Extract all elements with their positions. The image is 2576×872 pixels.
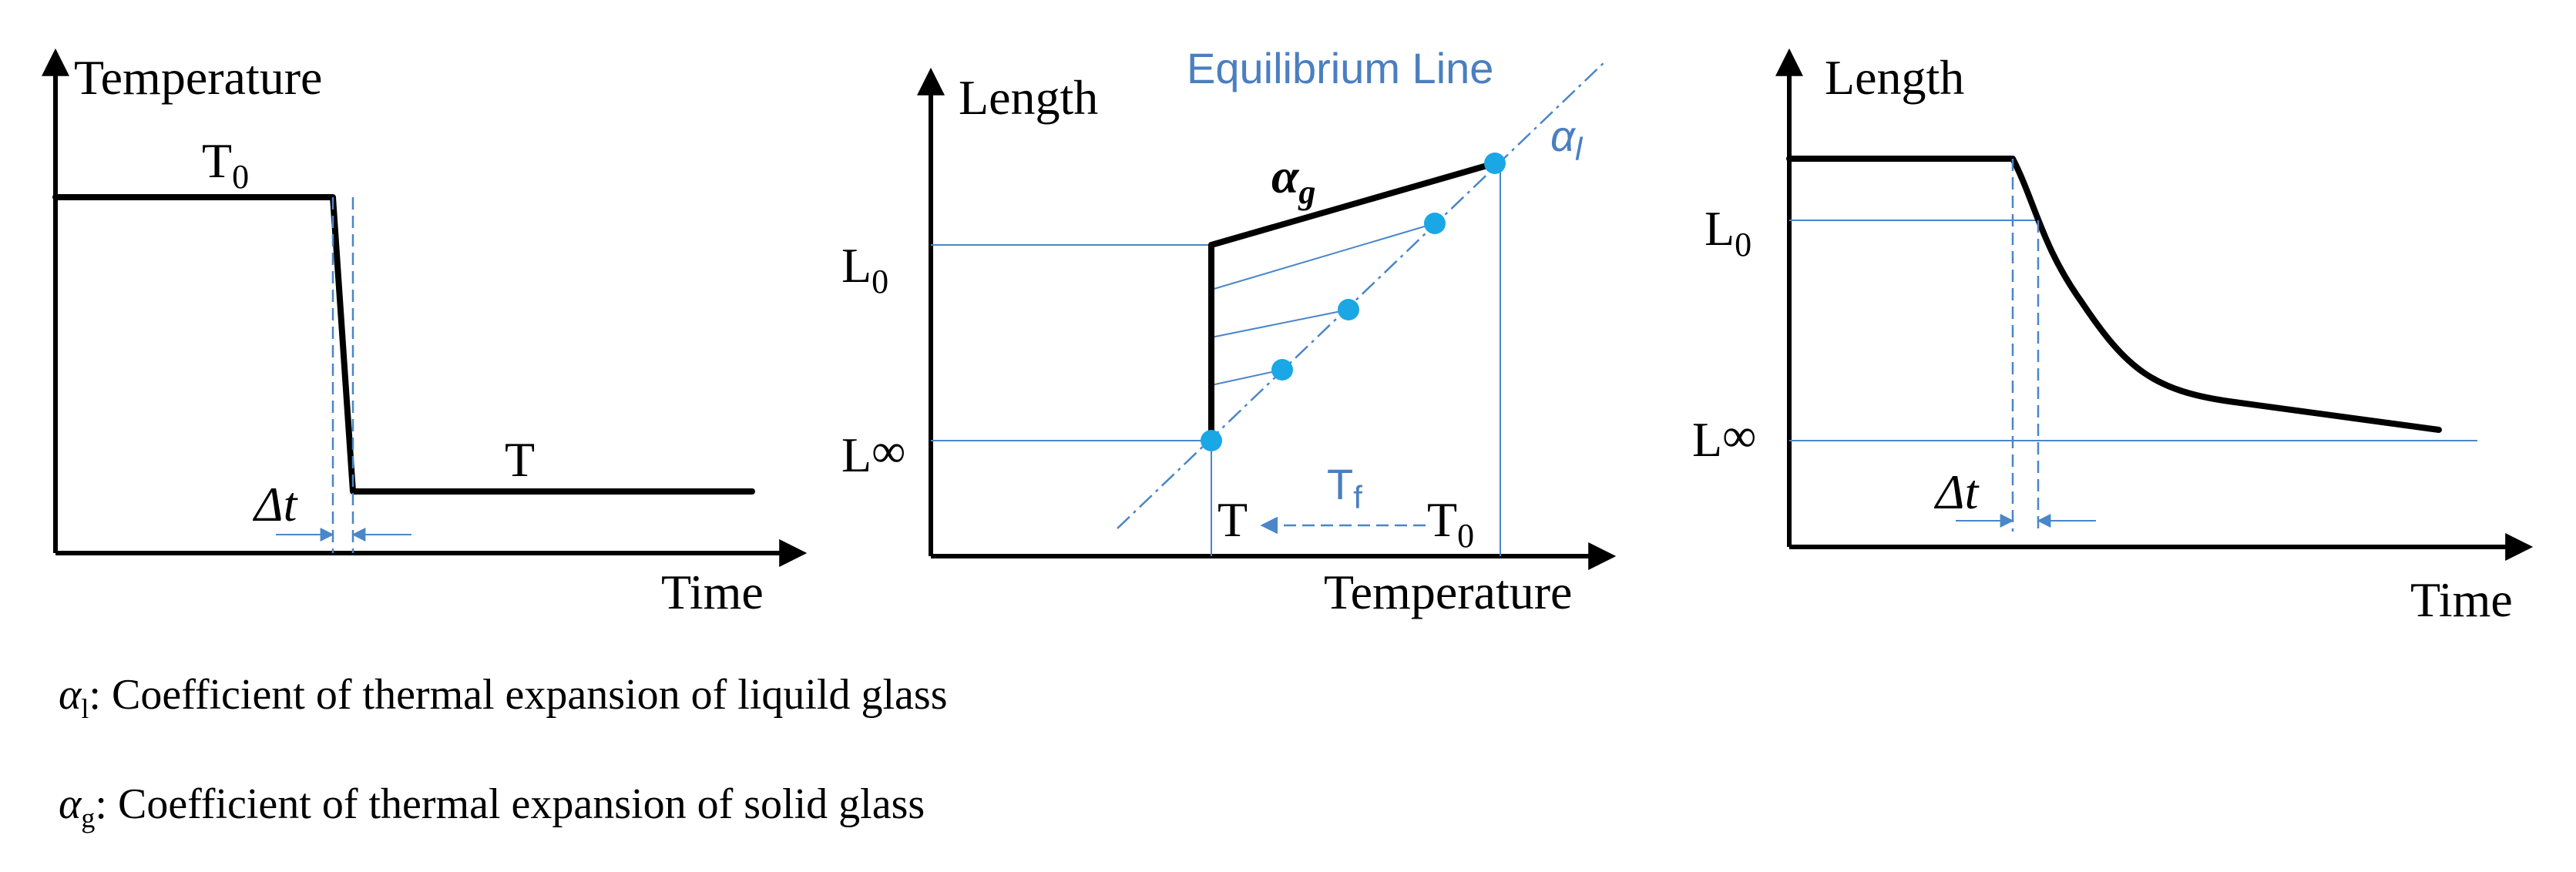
length-decay-curve — [1786, 156, 2442, 433]
x-axis-label: Time — [2410, 572, 2513, 627]
t0-label: T0 — [202, 133, 249, 196]
t0-label: T0 — [1427, 492, 1474, 555]
y-axis-label: Length — [1825, 50, 1964, 105]
dt-label: Δt — [1933, 465, 1980, 519]
y-axis-label: Temperature — [74, 50, 322, 105]
alpha-g-text: : Coefficient of thermal expansion of so… — [95, 780, 925, 828]
legend-alpha-g: αg: Coefficient of thermal expansion of … — [59, 780, 925, 834]
panel-temperature-time: Temperature Time T0 T Δt — [42, 48, 808, 619]
relax-line-2 — [1211, 309, 1349, 338]
y-axis-label: Length — [959, 70, 1098, 125]
alpha-g-sub: g — [81, 803, 96, 834]
equilibrium-line-label: Equilibrium Line — [1187, 44, 1493, 92]
alpha-l-sub: l — [81, 693, 89, 725]
panel-length-temperature: Length Temperature Equilibrium Line αl α… — [841, 44, 1617, 619]
alpha-l-text: : Coefficient of thermal expansion of li… — [89, 671, 948, 719]
temperature-curve — [52, 194, 755, 495]
l0-label: L0 — [841, 238, 888, 300]
equilibrium-point-1 — [1424, 213, 1446, 234]
equilibrium-line — [1117, 59, 1607, 529]
glass-length-curve — [1208, 160, 1498, 444]
equilibrium-point-3 — [1271, 359, 1293, 381]
linf-label: L∞ — [841, 425, 905, 482]
l0-label: L0 — [1704, 201, 1751, 263]
alpha-l-symbol: α — [59, 671, 82, 719]
x-axis-label: Temperature — [1324, 565, 1572, 619]
t-label: T — [1217, 492, 1248, 547]
linf-label: L∞ — [1692, 410, 1756, 467]
tf-label: Tf — [1327, 460, 1362, 515]
relax-line-1 — [1211, 223, 1436, 290]
legend-alpha-l: αl: Coefficient of thermal expansion of … — [59, 670, 948, 725]
panel-length-time: Length Time Δt L0 L∞ — [1692, 48, 2534, 627]
equilibrium-point-2 — [1338, 299, 1359, 320]
relax-line-3 — [1211, 369, 1283, 386]
alpha-g-label: αg — [1271, 149, 1315, 211]
x-axis-label: Time — [661, 565, 764, 619]
alpha-g-symbol: α — [59, 780, 82, 828]
alpha-l-label: αl — [1550, 112, 1584, 167]
t-label: T — [505, 432, 535, 487]
equilibrium-point-t — [1201, 430, 1222, 451]
dt-label: Δt — [252, 477, 299, 532]
equilibrium-point-t0 — [1484, 153, 1506, 174]
